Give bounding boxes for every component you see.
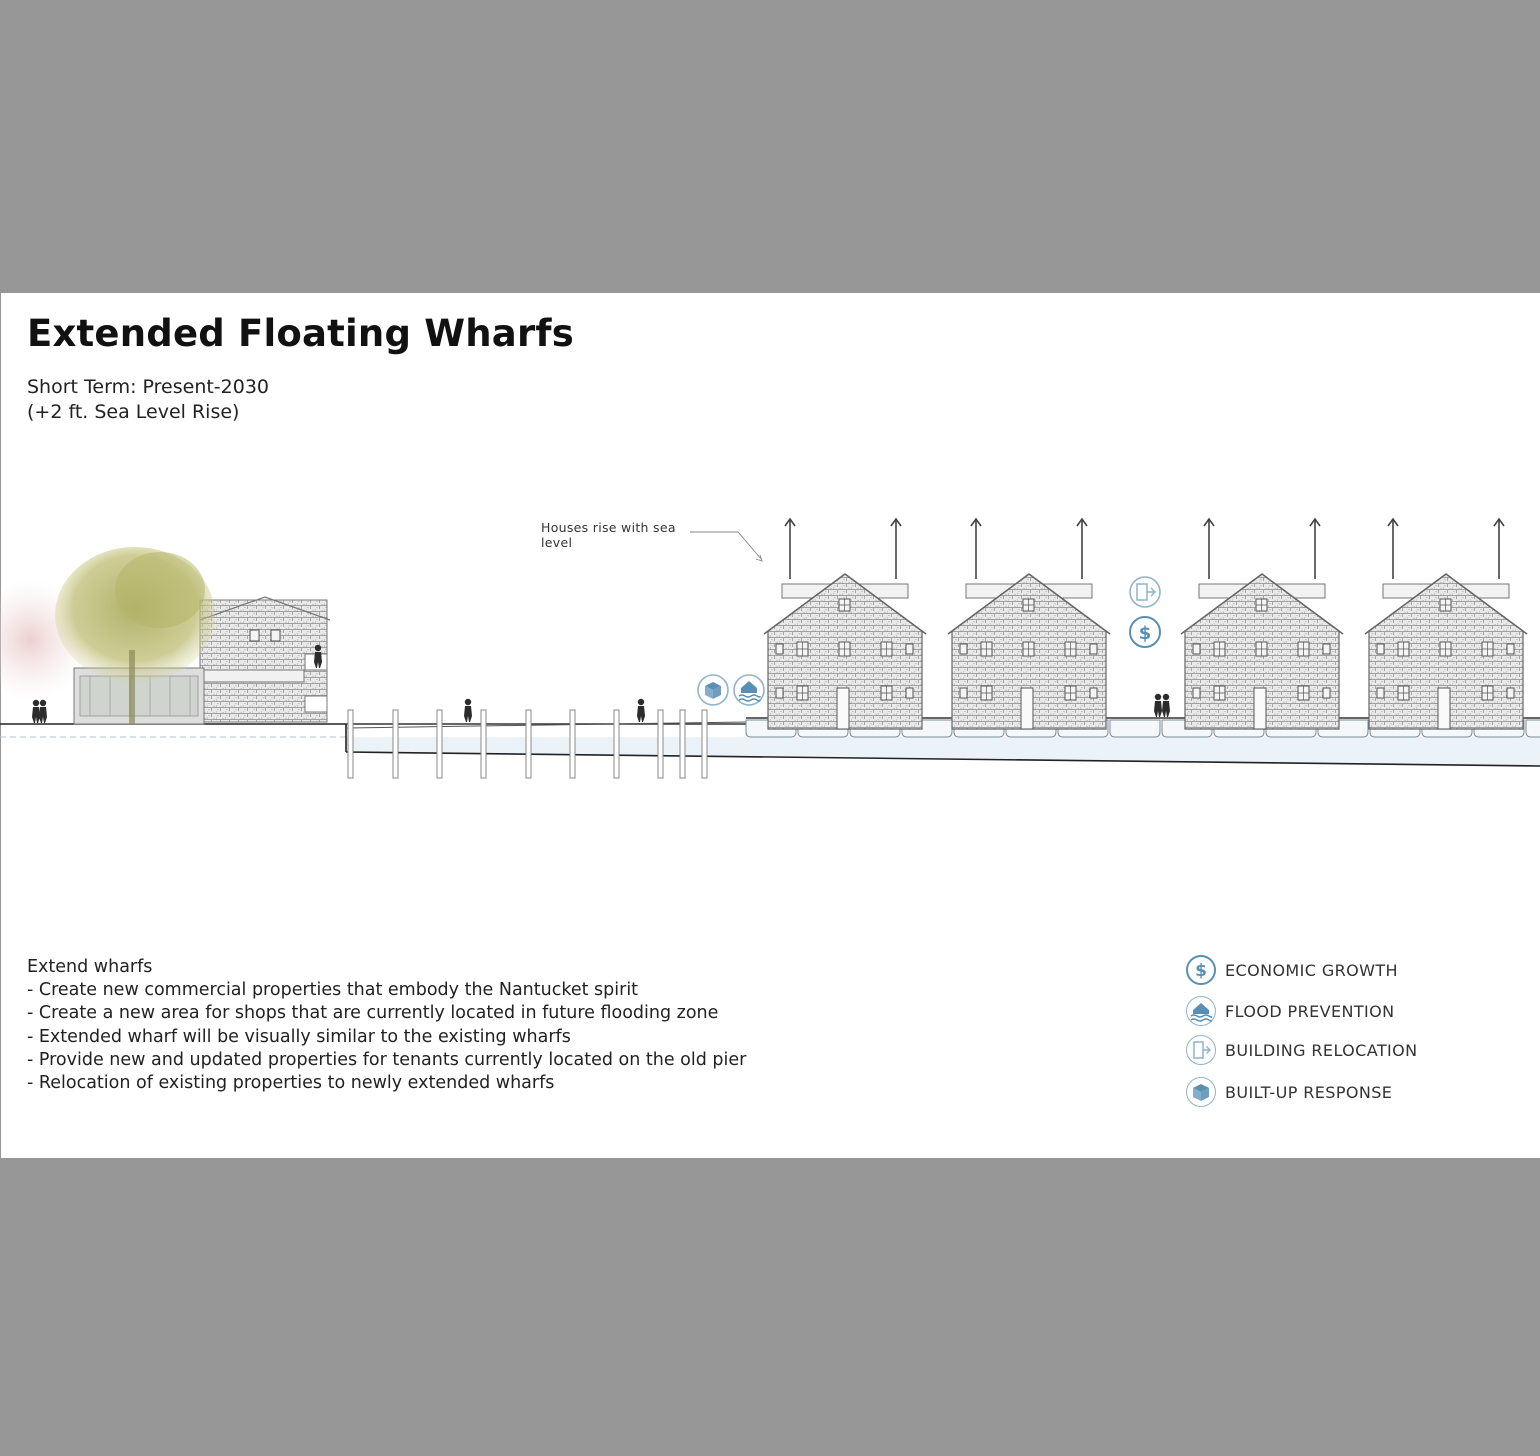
dollar-icon: $ <box>1129 616 1161 648</box>
relocation-icon <box>1129 576 1161 608</box>
dollar-icon: $ <box>1186 955 1216 985</box>
legend-label: BUILT-UP RESPONSE <box>1225 1082 1393 1102</box>
legend-label: FLOOD PREVENTION <box>1225 1001 1395 1021</box>
legend-item-economic-growth: $ ECONOMIC GROWTH <box>1186 953 1398 987</box>
cube-icon <box>1186 1077 1216 1107</box>
legend-item-building-relocation: BUILDING RELOCATION <box>1186 1033 1418 1067</box>
description-bullet: - Provide new and updated properties for… <box>27 1049 747 1070</box>
legend-item-built-up-response: BUILT-UP RESPONSE <box>1186 1075 1392 1109</box>
relocation-icon <box>1186 1035 1216 1065</box>
legend-label: BUILDING RELOCATION <box>1225 1040 1418 1060</box>
flood-house-icon <box>1186 996 1216 1026</box>
subtitle-term: Short Term: Present-2030 <box>27 376 270 398</box>
page-title: Extended Floating Wharfs <box>27 312 574 355</box>
cube-icon <box>697 674 729 706</box>
subtitle-sea-level: (+2 ft. Sea Level Rise) <box>27 401 240 423</box>
legend-label: ECONOMIC GROWTH <box>1225 960 1398 980</box>
houses-rise-annotation: Houses rise with sea level <box>541 520 676 550</box>
legend-item-flood-prevention: FLOOD PREVENTION <box>1186 994 1395 1028</box>
description-bullet: - Extended wharf will be visually simila… <box>27 1026 571 1047</box>
flood-house-icon <box>733 674 765 706</box>
description-bullet: - Relocation of existing properties to n… <box>27 1073 555 1094</box>
description-heading: Extend wharfs <box>27 957 153 977</box>
svg-text:$: $ <box>1139 623 1152 644</box>
svg-text:$: $ <box>1195 961 1207 980</box>
description-bullet: - Create a new area for shops that are c… <box>27 1003 719 1024</box>
description: Extend wharfs - Create new commercial pr… <box>27 956 746 1095</box>
description-bullet: - Create new commercial properties that … <box>27 980 639 1001</box>
